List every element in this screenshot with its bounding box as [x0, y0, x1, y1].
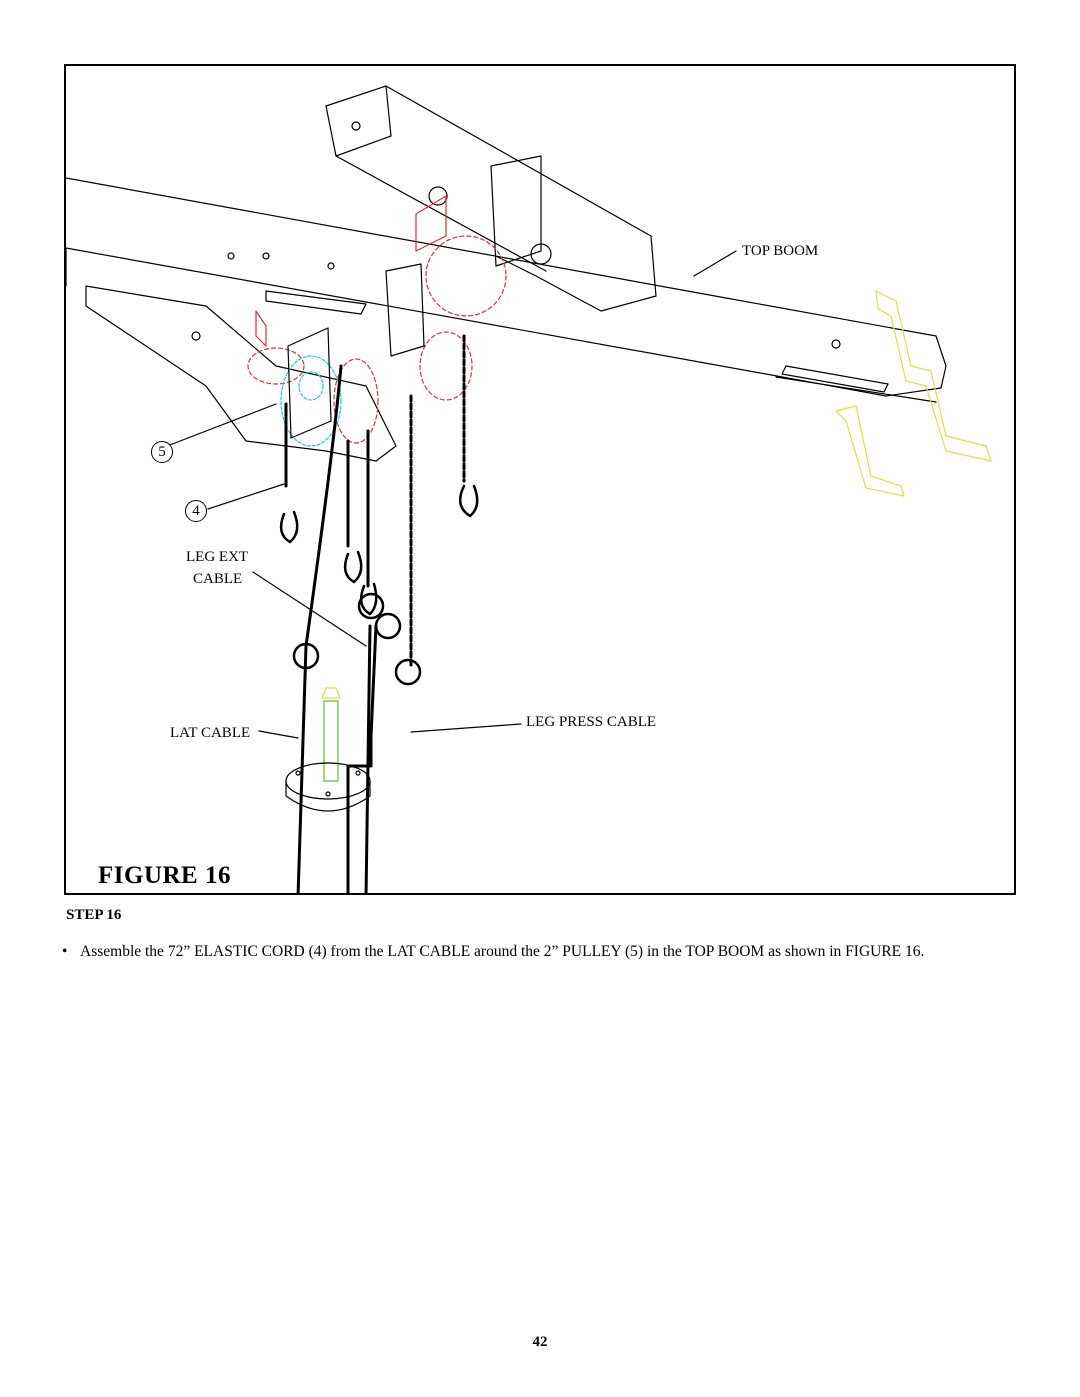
lower-bracket — [85, 252, 397, 462]
snap-hooks — [279, 484, 479, 686]
leg-ext-label-line1: LEG EXT — [186, 549, 249, 565]
guide-rod — [321, 687, 341, 782]
instruction-item: • Assemble the 72” ELASTIC CORD (4) from … — [62, 943, 1022, 961]
top-boom-label: TOP BOOM — [742, 243, 819, 259]
figure-frame: TOP BOOM LEG EXT CABLE LAT CABLE LEG PRE… — [64, 64, 1016, 895]
cables — [284, 334, 466, 893]
figure-title: FIGURE 16 — [98, 862, 231, 889]
page-number: 42 — [532, 1334, 548, 1350]
instruction-text: Assemble the 72” ELASTIC CORD (4) from t… — [80, 943, 925, 960]
bullet: • — [62, 943, 68, 960]
leg-press-cable-label: LEG PRESS CABLE — [526, 714, 657, 730]
red-pulleys — [247, 235, 507, 444]
callout-elastic-cord: 4 — [185, 500, 207, 522]
leader-lines — [161, 250, 737, 739]
step-heading: STEP 16 — [66, 907, 122, 923]
pulley-2in — [280, 355, 342, 447]
leg-ext-label-line2: CABLE — [193, 571, 243, 587]
yellow-bracket — [835, 290, 992, 497]
base-plate — [285, 762, 371, 812]
clevis — [287, 263, 425, 439]
cross-member — [325, 85, 657, 312]
callout-pulley: 5 — [151, 441, 173, 463]
top-boom-beam — [66, 177, 947, 403]
assembly-drawing — [66, 85, 992, 893]
lat-cable-label: LAT CABLE — [170, 725, 251, 741]
